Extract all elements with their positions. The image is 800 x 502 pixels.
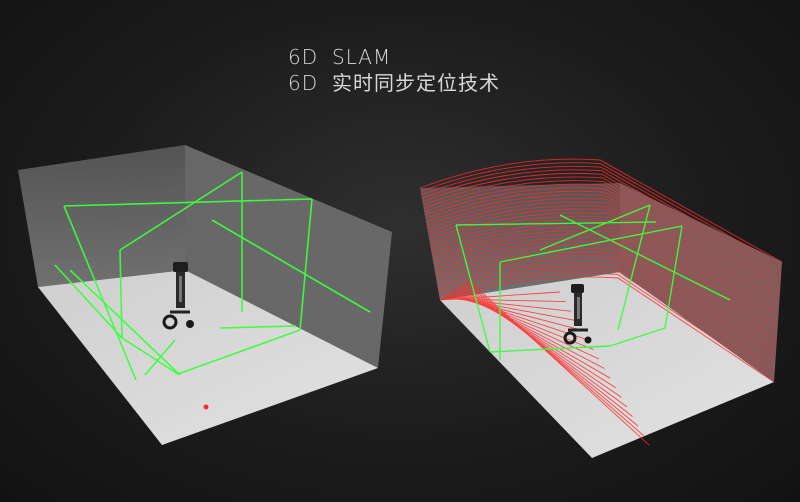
left-room xyxy=(18,145,392,445)
red-scan-floor-line xyxy=(457,287,617,389)
red-scan-line xyxy=(434,244,777,350)
red-scan-line xyxy=(436,255,776,361)
red-scan-line xyxy=(438,269,775,376)
red-scan-floor-line xyxy=(456,288,611,379)
red-scan-line xyxy=(430,222,778,328)
right-room xyxy=(419,158,783,458)
red-scan-floor-line xyxy=(454,289,605,369)
red-scan-line xyxy=(428,212,779,317)
red-scan-line xyxy=(425,194,780,299)
red-scan-line xyxy=(427,205,780,310)
red-scan-floor-line xyxy=(450,292,594,350)
title-block: 6D SLAM 6D 实时同步定位技术 xyxy=(288,44,500,96)
title-line-2-prefix: 6D xyxy=(288,71,319,95)
title-line-1: 6D SLAM xyxy=(288,44,500,70)
red-scan-line xyxy=(438,265,775,372)
red-scan-line xyxy=(421,169,782,274)
red-scan-line xyxy=(432,233,778,339)
red-scan-line xyxy=(439,276,775,383)
red-scan-line xyxy=(422,176,782,281)
red-scan-line xyxy=(423,180,781,285)
red-scan-line xyxy=(425,190,781,296)
red-scan-line xyxy=(427,201,780,306)
red-scan-line xyxy=(437,262,776,368)
red-scan-line xyxy=(426,197,780,303)
left-room-back-wall xyxy=(18,145,185,287)
title-line-1-text: SLAM xyxy=(332,45,392,69)
red-scan-line xyxy=(431,230,778,336)
right-room-red-scan xyxy=(419,158,783,446)
red-scan-line xyxy=(435,247,777,354)
red-scan-line xyxy=(422,172,782,277)
title-line-2-text: 实时同步定位技术 xyxy=(332,71,500,95)
red-scan-floor-line xyxy=(467,281,644,436)
red-scan-line xyxy=(433,237,777,343)
right-room-green-lasers xyxy=(455,204,731,360)
left-room-red-dot xyxy=(203,404,209,410)
red-scan-line xyxy=(439,272,775,379)
red-scan-floor-line xyxy=(468,280,650,446)
red-scan-line xyxy=(424,183,781,288)
red-scan-line xyxy=(424,187,781,292)
red-scan-floor-line xyxy=(459,286,622,398)
red-scan-floor-line xyxy=(463,283,633,417)
red-scan-line xyxy=(430,219,779,325)
title-line-2: 6D 实时同步定位技术 xyxy=(288,70,500,96)
red-scan-line xyxy=(421,165,782,270)
red-scan-floor-line xyxy=(461,285,628,408)
red-scan-line xyxy=(436,258,776,365)
red-scan-line xyxy=(428,208,779,314)
title-line-1-prefix: 6D xyxy=(288,45,319,69)
red-scan-line xyxy=(420,162,783,266)
red-scan-line xyxy=(429,215,779,321)
red-scan-floor-line xyxy=(465,282,639,427)
right-room-scanner-device xyxy=(563,284,592,345)
red-scan-line xyxy=(431,226,778,332)
left-room-floor xyxy=(38,270,378,445)
right-room-right-wall xyxy=(620,183,782,382)
red-scan-line xyxy=(435,251,776,357)
left-room-green-lasers xyxy=(54,171,371,381)
red-scan-line xyxy=(419,158,783,263)
left-room-scanner-device xyxy=(162,262,194,330)
